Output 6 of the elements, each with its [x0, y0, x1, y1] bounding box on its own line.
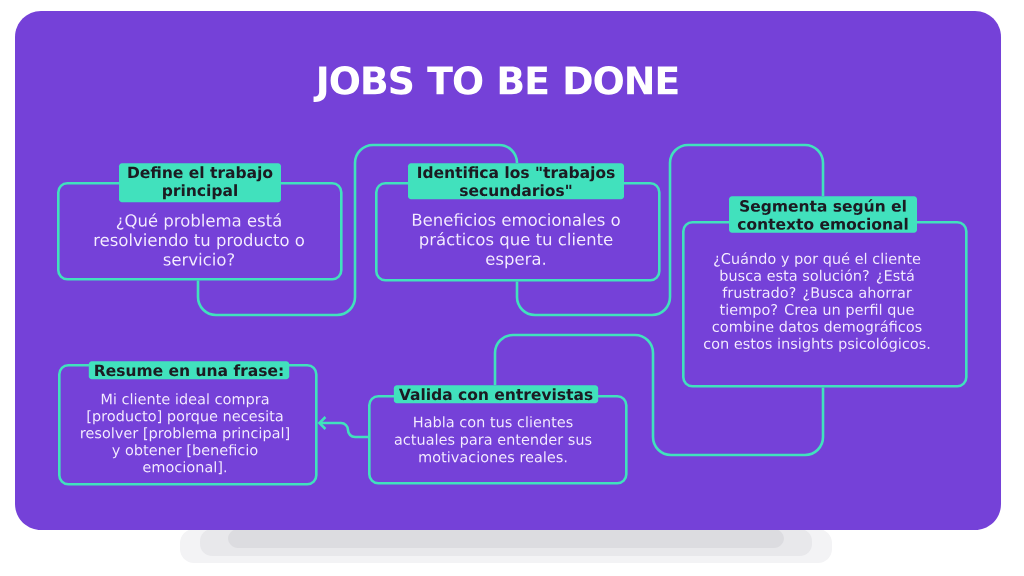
heading-tag: Define el trabajo principal [119, 163, 281, 203]
heading-tag: Resume en una frase: [88, 361, 290, 380]
heading-tag: Identifica los "trabajos secundarios" [408, 163, 624, 200]
title: JOBS TO BE DONE [313, 66, 678, 102]
heading-tag: Valida con entrevistas [393, 385, 599, 404]
heading-tag: Segmenta según el contexto emocional [729, 196, 917, 233]
